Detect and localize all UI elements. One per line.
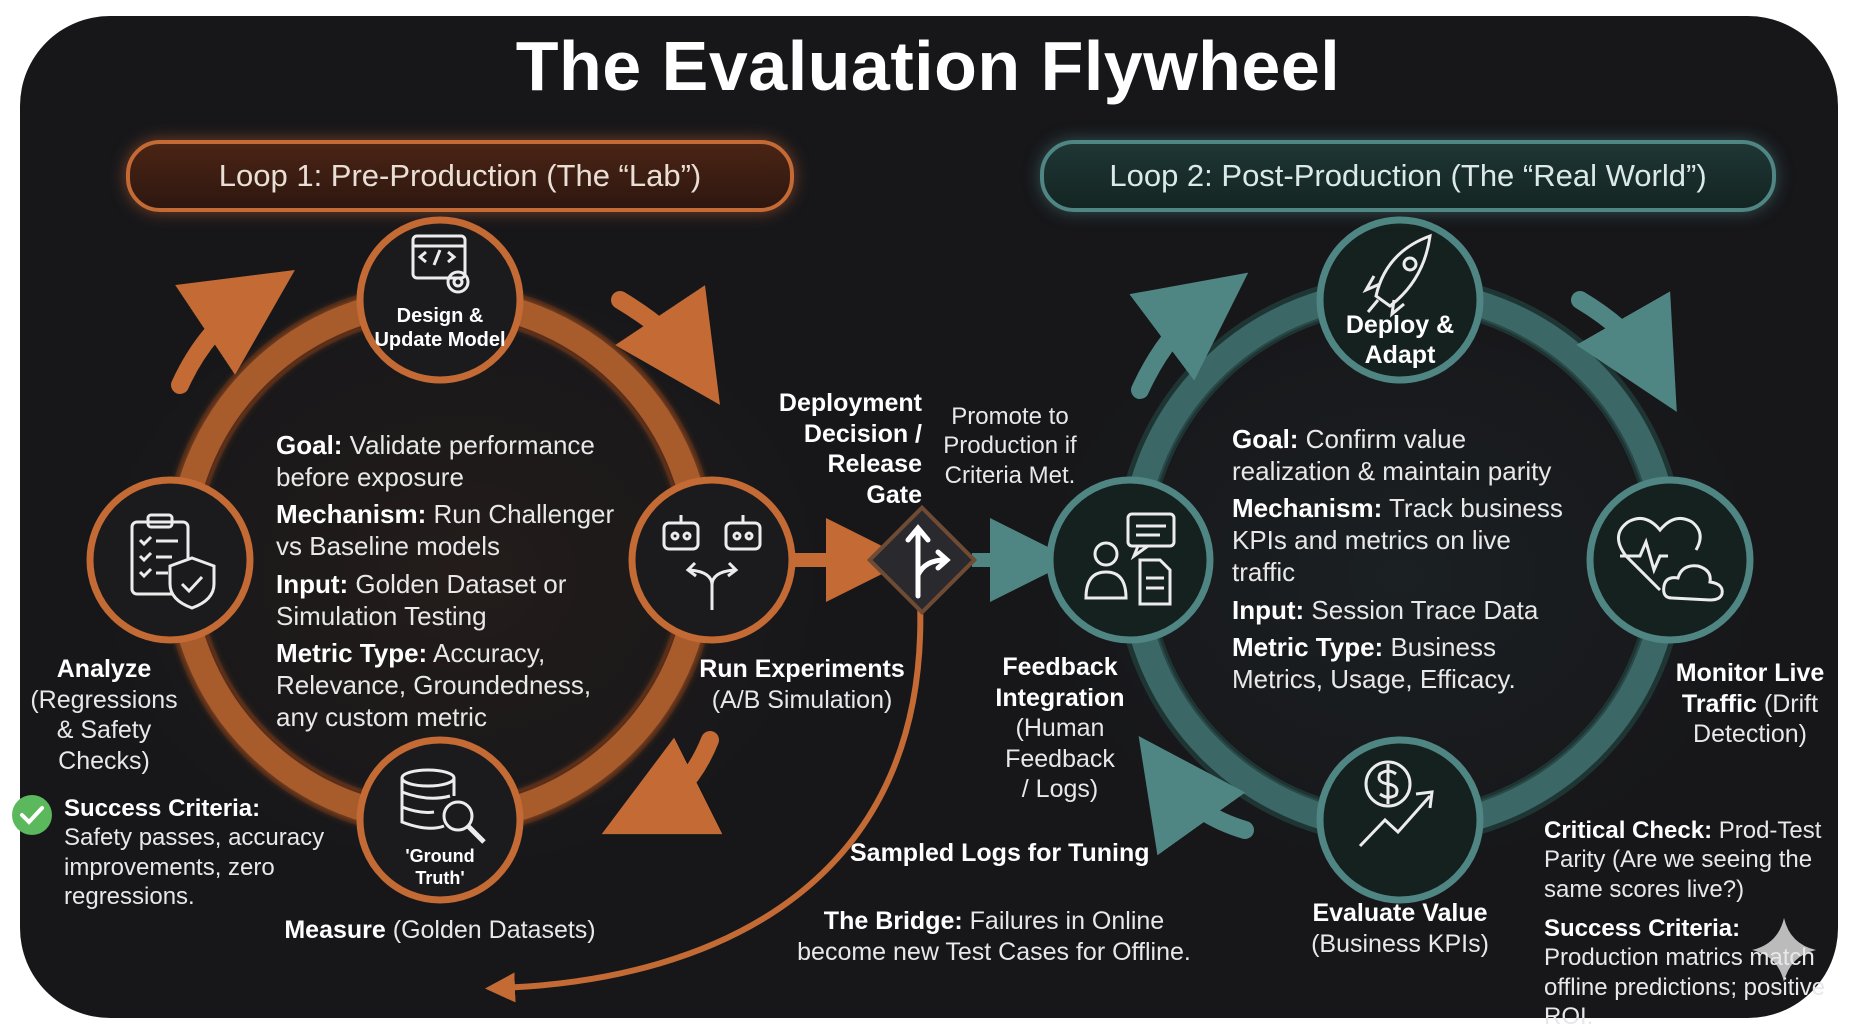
loop2-critical-check: Critical Check: Prod-Test Parity (Are we… [1544, 816, 1840, 904]
design-node-label: Design & Update Model [374, 305, 506, 351]
run-experiments-title: Run Experiments [699, 655, 905, 683]
loop1-success-criteria: Success Criteria: Safety passes, accurac… [64, 794, 354, 911]
database-magnifier-icon [400, 768, 486, 844]
feedback-sub: (Human Feedback / Logs) [1005, 714, 1115, 803]
loop1-metric: Metric Type: Accuracy, Relevance, Ground… [276, 638, 636, 733]
bridge-note: The Bridge: Failures in Online become ne… [774, 906, 1214, 967]
robots-split-arrow-icon [662, 515, 762, 610]
dollar-growth-icon [1358, 760, 1434, 848]
loop1-input-label: Input: [276, 568, 349, 599]
loop2-critical-label: Critical Check: [1544, 817, 1713, 844]
loop1-center-text: Goal: Validate performance before exposu… [276, 430, 636, 739]
loop1-goal-label: Goal: [276, 430, 343, 460]
page-title: The Evaluation Flywheel [515, 27, 1341, 105]
loop1-success-label: Success Criteria: [64, 795, 261, 822]
node-monitor [1586, 476, 1754, 644]
feedback-title: Feedback Integration [995, 653, 1125, 712]
check-circle-icon [12, 795, 52, 835]
bridge-sampled-logs: Sampled Logs for Tuning [850, 839, 1150, 867]
clipboard-shield-icon [130, 513, 216, 610]
code-window-gear-icon [411, 234, 470, 294]
loop1-flow-arrows [171, 270, 723, 835]
loop2-success-criteria: Success Criteria: Production matrics mat… [1544, 914, 1840, 1031]
loop1-success-text: Safety passes, accuracy improvements, ze… [64, 824, 325, 910]
loop2-success-label: Success Criteria: [1544, 915, 1741, 942]
loop1-arrow-bottom-right [601, 731, 723, 835]
loop2-mechanism: Mechanism: Track business KPIs and metri… [1232, 493, 1572, 588]
fork-arrow-icon [905, 524, 951, 599]
loop2-flow-arrows [1129, 272, 1677, 856]
loop2-arrow-bottom-left [1138, 736, 1254, 856]
run-experiments-sub: (A/B Simulation) [711, 685, 893, 714]
heartbeat-cloud-icon [1617, 516, 1724, 602]
loop1-mechanism-label: Mechanism: [276, 499, 427, 530]
loop2-success-text: Production matrics match offline predict… [1544, 944, 1826, 1030]
node-deploy [1316, 216, 1484, 384]
loop1-metric-text: Accuracy, Relevance, Groundedness, any c… [276, 638, 592, 732]
evaluate-sub: (Business KPIs) [1311, 929, 1489, 958]
gate-promote-text: Promote to Production if Criteria Met. [943, 403, 1077, 489]
analyze-label: Analyze (Regressions & Safety Checks) [28, 654, 180, 776]
rocket-icon [1362, 233, 1432, 318]
node-evaluate [1316, 736, 1484, 904]
loop1-metric-label: Metric Type: [276, 638, 428, 669]
gate-title: Deployment Decision / Release Gate [778, 389, 922, 509]
loop1-arrow-top-left [171, 270, 295, 394]
sparkle-icon [1752, 918, 1816, 982]
feedback-label: Feedback Integration (Human Feedback / L… [960, 652, 1160, 805]
loop2-mechanism-text: Track business KPIs and metrics on live … [1232, 493, 1563, 587]
analyze-sub: (Regressions & Safety Checks) [30, 685, 178, 775]
loop1-input-text: Golden Dataset or Simulation Testing [276, 568, 567, 631]
gate-diamond [866, 504, 978, 616]
loop2-metric: Metric Type: Business Metrics, Usage, Ef… [1232, 632, 1572, 695]
bridge-curve [485, 599, 924, 1003]
monitor-label: Monitor Live Traffic (Drift Detection) [1660, 658, 1840, 750]
loop1-mechanism: Mechanism: Run Challenger vs Baseline mo… [276, 499, 636, 562]
loop2-input-label: Input: [1232, 594, 1305, 625]
analyze-title: Analyze [56, 655, 152, 683]
node-design [356, 216, 524, 384]
loop1-arrow-top-right [611, 285, 720, 405]
loop2-metric-label: Metric Type: [1232, 632, 1384, 663]
node-feedback [1046, 476, 1214, 644]
loop1-input: Input: Golden Dataset or Simulation Test… [276, 569, 636, 632]
loop2-goal-label: Goal: [1232, 424, 1299, 454]
loop2-critical-text: Prod-Test Parity (Are we seeing the same… [1544, 817, 1822, 903]
run-experiments-label: Run Experiments (A/B Simulation) [692, 654, 912, 715]
node-analyze [86, 476, 254, 644]
evaluate-label: Evaluate Value (Business KPIs) [1300, 898, 1500, 959]
evaluate-title: Evaluate Value [1312, 899, 1488, 927]
loop2-header: Loop 2: Post-Production (The “Real World… [1040, 140, 1776, 212]
node-run-experiments [628, 476, 796, 644]
loop1-header: Loop 1: Pre-Production (The “Lab”) [126, 140, 794, 212]
node-measure [356, 736, 524, 904]
loop1-mechanism-text: Run Challenger vs Baseline models [276, 499, 615, 562]
people-chat-document-icon [1084, 512, 1176, 606]
ground-truth-label: 'Ground Truth' [405, 846, 475, 888]
loop2-mechanism-label: Mechanism: [1232, 493, 1383, 524]
loop2-goal-text: Confirm value realization & maintain par… [1232, 424, 1552, 486]
monitor-title: Monitor Live Traffic [1675, 659, 1825, 718]
deploy-node-label: Deploy & Adapt [1345, 311, 1455, 369]
bridge-label: The Bridge: [823, 907, 963, 935]
loop2-arrow-top-left [1129, 272, 1249, 399]
loop2-metric-text: Business Metrics, Usage, Efficacy. [1232, 632, 1516, 695]
loop2-input: Input: Session Trace Data [1232, 595, 1572, 627]
loop1-goal: Goal: Validate performance before exposu… [276, 430, 636, 493]
measure-title: Measure [284, 916, 386, 944]
measure-label: Measure (Golden Datasets) [270, 915, 610, 946]
measure-sub: (Golden Datasets) [385, 916, 596, 944]
loop2-arrow-top-right [1571, 291, 1677, 412]
loop2-input-text: Session Trace Data [1304, 594, 1539, 625]
loop2-center-text: Goal: Confirm value realization & mainta… [1232, 424, 1572, 702]
loop1-goal-text: Validate performance before exposure [276, 430, 595, 492]
bridge-text: Failures in Online become new Test Cases… [797, 907, 1191, 966]
loop2-goal: Goal: Confirm value realization & mainta… [1232, 424, 1572, 487]
monitor-sub: (Drift Detection) [1693, 689, 1819, 749]
